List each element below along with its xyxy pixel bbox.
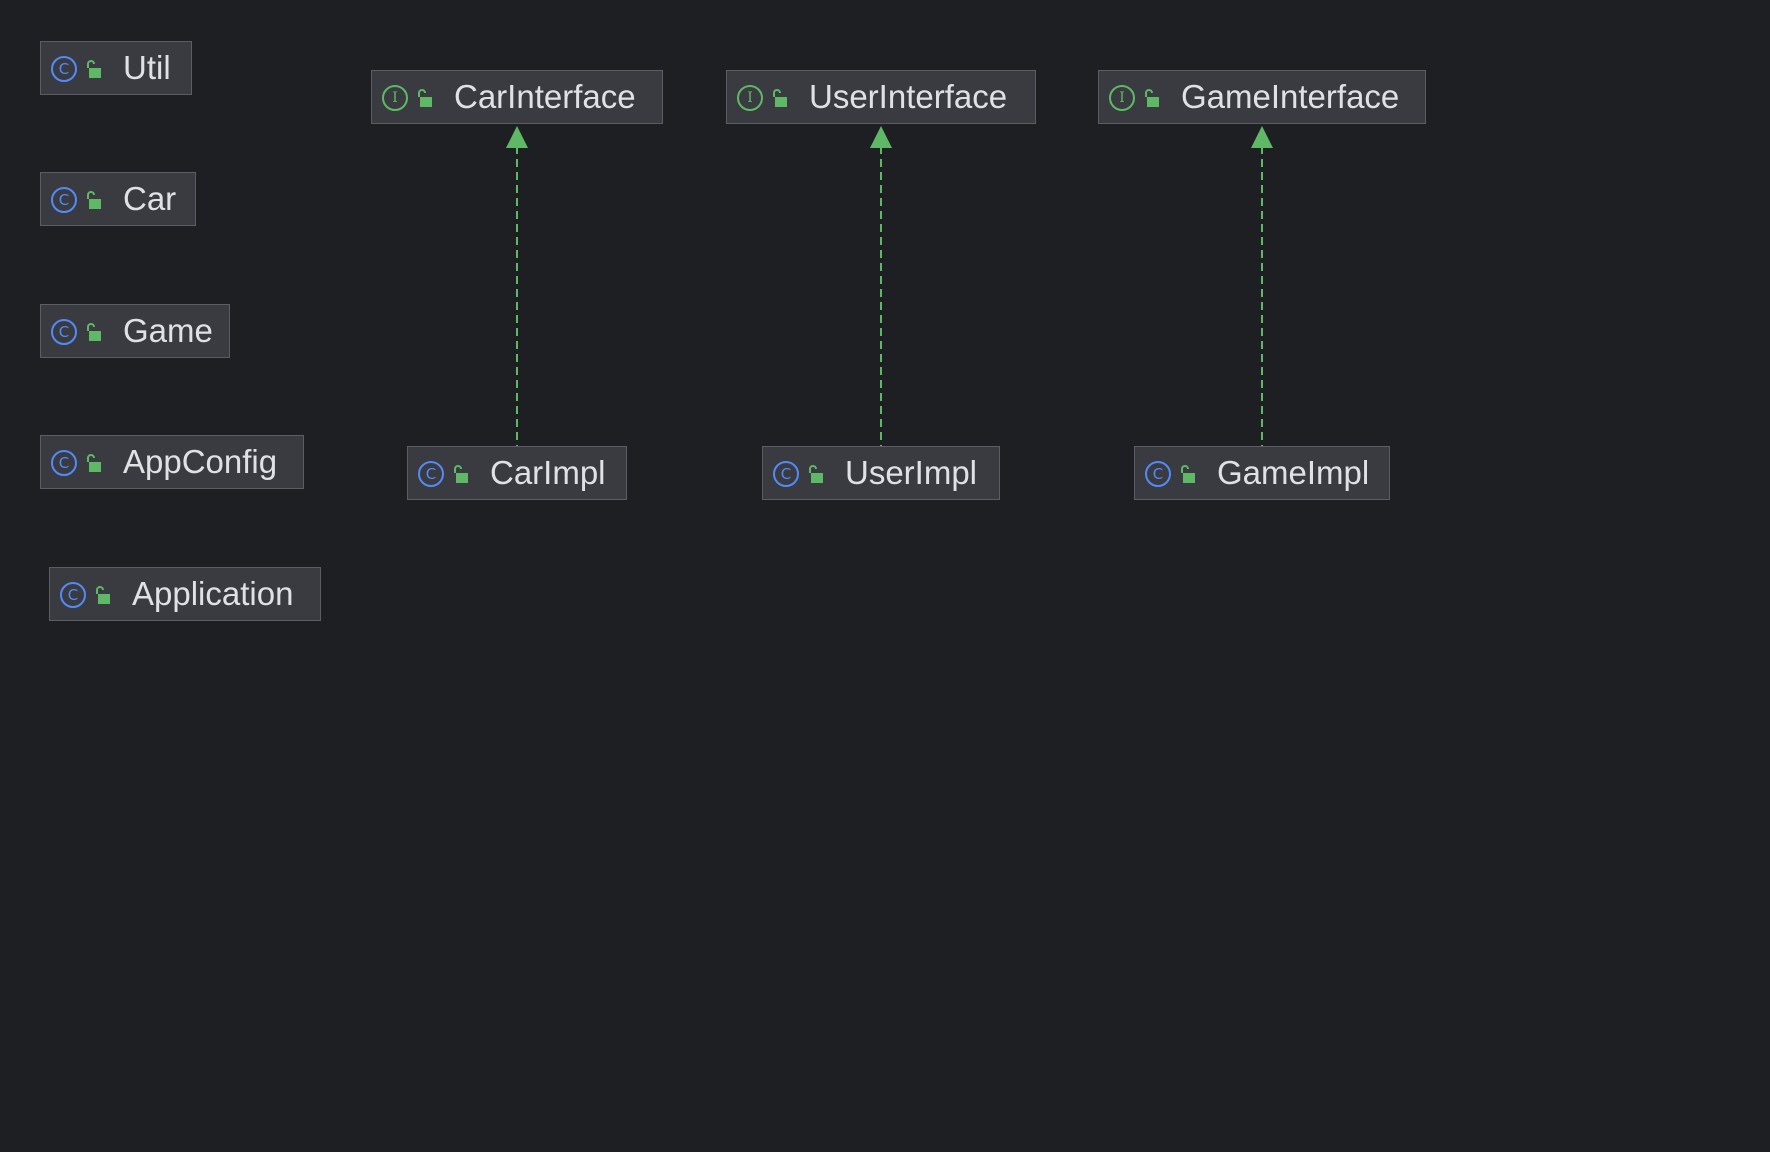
node-game[interactable]: C Game: [40, 304, 230, 358]
public-lock-icon: [85, 322, 103, 342]
class-icon: C: [51, 450, 77, 476]
public-lock-icon: [85, 453, 103, 473]
node-carimpl[interactable]: C CarImpl: [407, 446, 627, 500]
public-lock-icon: [1143, 88, 1161, 108]
interface-icon: I: [737, 85, 763, 111]
arrowhead-userinterface: [870, 126, 892, 148]
node-car[interactable]: C Car: [40, 172, 196, 226]
node-gameimpl[interactable]: C GameImpl: [1134, 446, 1390, 500]
public-lock-icon: [771, 88, 789, 108]
public-lock-icon: [452, 464, 470, 484]
class-icon: C: [418, 461, 444, 487]
node-label: Util: [123, 49, 171, 86]
node-userimpl[interactable]: C UserImpl: [762, 446, 1000, 500]
node-label: CarImpl: [490, 454, 606, 491]
node-label: Game: [123, 312, 213, 349]
class-icon: C: [51, 187, 77, 213]
arrowhead-carinterface: [506, 126, 528, 148]
interface-icon: I: [382, 85, 408, 111]
arrowhead-gameinterface: [1251, 126, 1273, 148]
node-label: GameImpl: [1217, 454, 1370, 491]
node-application[interactable]: C Application: [49, 567, 321, 621]
class-icon: C: [60, 582, 86, 608]
node-appconfig[interactable]: C AppConfig: [40, 435, 304, 489]
node-label: Application: [132, 575, 294, 612]
node-util[interactable]: C Util: [40, 41, 192, 95]
public-lock-icon: [416, 88, 434, 108]
node-label: GameInterface: [1181, 78, 1400, 115]
class-icon: C: [773, 461, 799, 487]
node-gameinterface[interactable]: I GameInterface: [1098, 70, 1426, 124]
class-icon: C: [51, 319, 77, 345]
public-lock-icon: [85, 190, 103, 210]
node-label: AppConfig: [123, 443, 278, 480]
class-icon: C: [1145, 461, 1171, 487]
public-lock-icon: [1179, 464, 1197, 484]
node-userinterface[interactable]: I UserInterface: [726, 70, 1036, 124]
public-lock-icon: [85, 59, 103, 79]
class-icon: C: [51, 56, 77, 82]
node-label: UserInterface: [809, 78, 1008, 115]
public-lock-icon: [807, 464, 825, 484]
node-label: Car: [123, 180, 177, 217]
public-lock-icon: [94, 585, 112, 605]
node-carinterface[interactable]: I CarInterface: [371, 70, 663, 124]
node-label: CarInterface: [454, 78, 636, 115]
node-label: UserImpl: [845, 454, 978, 491]
interface-icon: I: [1109, 85, 1135, 111]
